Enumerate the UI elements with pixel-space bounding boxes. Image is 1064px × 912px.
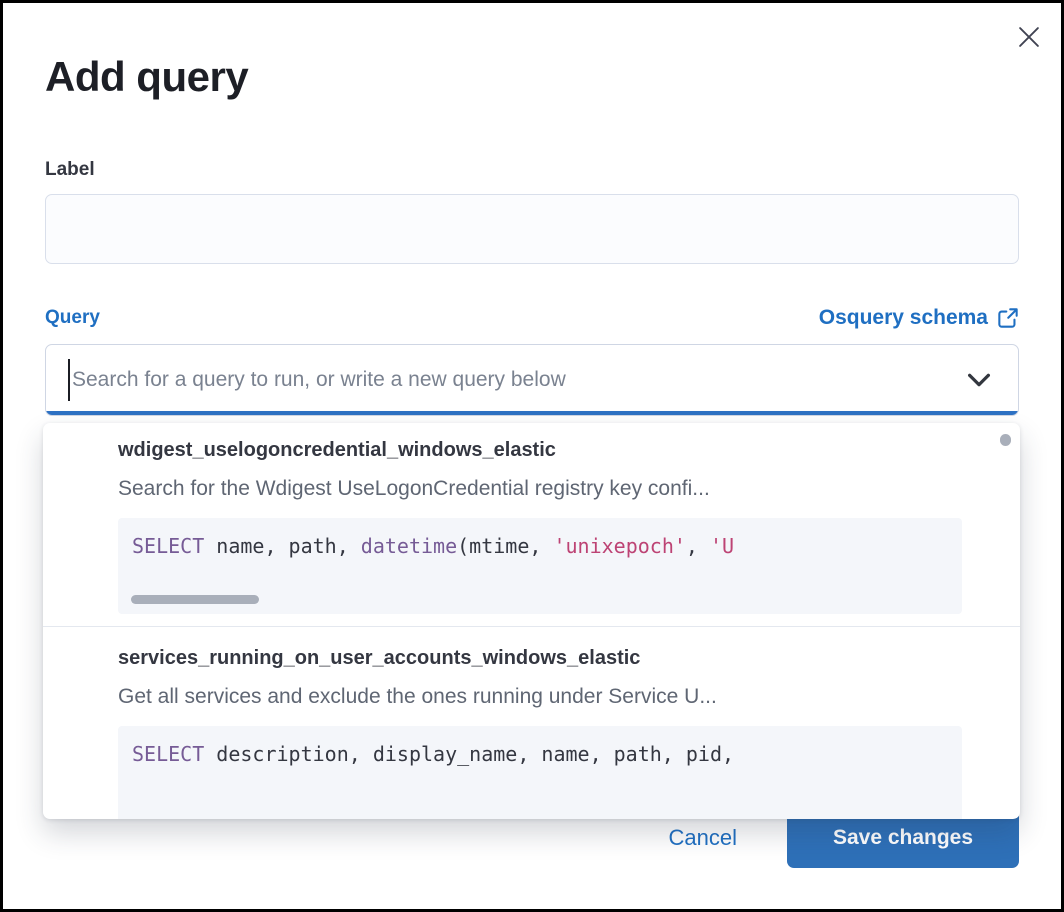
chevron-down-icon[interactable] xyxy=(964,365,994,395)
query-option-sql-preview: SELECT name, path, datetime(mtime, 'unix… xyxy=(118,518,962,614)
query-option-description: Get all services and exclude the ones ru… xyxy=(118,685,717,708)
query-option-description: Search for the Wdigest UseLogonCredentia… xyxy=(118,477,710,500)
osquery-schema-link[interactable]: Osquery schema xyxy=(819,306,1019,330)
text-cursor xyxy=(68,359,70,401)
query-option-services[interactable]: services_running_on_user_accounts_window… xyxy=(43,626,1020,819)
horizontal-scrollbar-thumb[interactable] xyxy=(131,595,259,604)
query-combobox-placeholder: Search for a query to run, or write a ne… xyxy=(72,368,566,391)
query-option-wdigest[interactable]: wdigest_uselogoncredential_windows_elast… xyxy=(43,423,1020,626)
vertical-scrollbar-thumb[interactable] xyxy=(1000,434,1011,446)
close-icon xyxy=(1016,24,1042,50)
query-option-sql-preview: SELECT description, display_name, name, … xyxy=(118,726,962,819)
osquery-schema-link-label: Osquery schema xyxy=(818,306,988,329)
query-combobox-input[interactable]: Search for a query to run, or write a ne… xyxy=(45,344,1019,416)
external-link-icon xyxy=(997,307,1019,329)
cancel-button[interactable]: Cancel xyxy=(668,824,737,850)
sql-code-line: SELECT description, display_name, name, … xyxy=(132,742,735,766)
query-option-title: services_running_on_user_accounts_window… xyxy=(118,647,641,669)
query-field-label: Query xyxy=(45,307,100,328)
label-field-label: Label xyxy=(45,159,95,180)
sql-code-line: SELECT name, path, datetime(mtime, 'unix… xyxy=(132,534,735,558)
query-suggestions-dropdown: wdigest_uselogoncredential_windows_elast… xyxy=(43,423,1020,819)
label-input[interactable] xyxy=(45,194,1019,264)
modal-title: Add query xyxy=(45,53,249,100)
query-option-title: wdigest_uselogoncredential_windows_elast… xyxy=(118,439,556,461)
close-button[interactable] xyxy=(1009,17,1049,57)
